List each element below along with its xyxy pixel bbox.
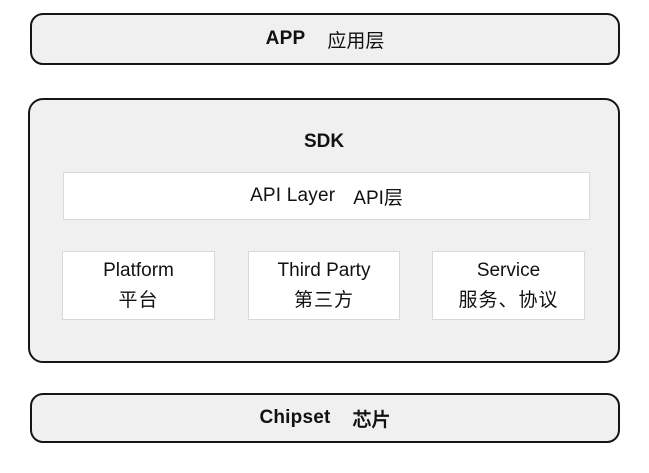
platform-label-zh: 平台 (118, 289, 159, 311)
sdk-title: SDK (303, 131, 345, 152)
service-label-zh: 服务、协议 (458, 289, 559, 311)
api-layer-box: API Layer API层 (63, 172, 590, 220)
app-layer-box: APP 应用层 (30, 13, 620, 65)
api-layer-label-en: API Layer (250, 185, 336, 206)
platform-label-en: Platform (103, 259, 174, 281)
third-party-label-en: Third Party (277, 259, 371, 281)
service-module-box: Service 服务、协议 (432, 251, 585, 320)
third-party-label-zh: 第三方 (293, 289, 354, 311)
sdk-layer-box: SDK API Layer API层 Platform 平台 Third Par… (28, 98, 620, 363)
platform-module-box: Platform 平台 (62, 251, 215, 320)
app-layer-label-en: APP (265, 28, 306, 49)
app-layer-label-zh: 应用层 (327, 30, 385, 52)
chipset-label-zh: 芯片 (352, 409, 391, 431)
chipset-layer-box: Chipset 芯片 (30, 393, 620, 443)
third-party-module-box: Third Party 第三方 (248, 251, 400, 320)
chipset-label-en: Chipset (259, 407, 331, 428)
service-label-en: Service (476, 259, 541, 281)
api-layer-label-zh: API层 (353, 187, 403, 209)
